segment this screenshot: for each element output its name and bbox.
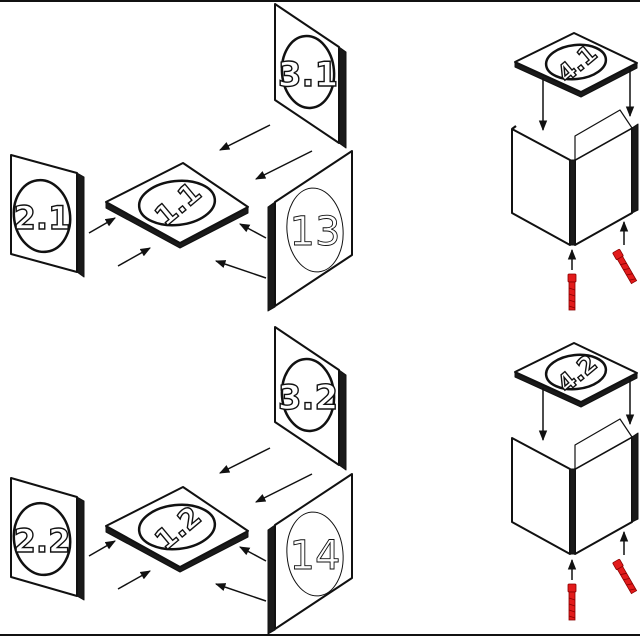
- arrow: [255, 473, 313, 503]
- box-left-face: [511, 128, 571, 246]
- back-panel-2: 3.2: [274, 326, 347, 471]
- assembled-box-1: 4.1: [511, 32, 639, 311]
- lid-1: 4.1: [514, 32, 638, 98]
- left-panel-label-1: 2.1: [14, 199, 71, 237]
- screw-icon: [612, 558, 638, 595]
- arrow: [255, 150, 313, 180]
- arrow: [219, 124, 271, 151]
- front-panel-2: 14: [267, 473, 353, 635]
- left-panel-2: 2.2: [10, 477, 85, 601]
- arrow: [239, 223, 267, 239]
- back-panel-1: 3.1: [274, 3, 347, 149]
- arrow: [88, 540, 116, 557]
- screw-icon: [567, 583, 577, 621]
- back-panel-label-2: 3.2: [278, 378, 338, 418]
- back-panel-label-1: 3.1: [278, 55, 338, 95]
- arrow: [88, 217, 116, 234]
- exploded-view-1: 3.1 2.1 1.1 13: [10, 3, 353, 312]
- top-panel-2: 1.2: [105, 486, 249, 573]
- assembled-box-2: 4.2: [511, 342, 639, 621]
- front-panel-1: 13: [267, 150, 353, 312]
- lid-2: 4.2: [514, 342, 638, 408]
- box-left-face: [511, 437, 571, 555]
- left-panel-1: 2.1: [10, 154, 85, 278]
- front-panel-label-1: 13: [290, 209, 341, 255]
- front-panel-label-2: 14: [290, 533, 341, 579]
- top-panel-1: 1.1: [105, 162, 249, 249]
- screw-icon: [567, 273, 577, 311]
- arrow: [117, 570, 151, 590]
- arrow: [219, 447, 271, 474]
- arrow: [239, 546, 267, 562]
- exploded-view-2: 3.2 2.2 1.2 14: [10, 326, 353, 635]
- screw-icon: [612, 248, 638, 285]
- arrow: [215, 260, 267, 279]
- arrow: [215, 583, 267, 602]
- arrow: [117, 247, 151, 267]
- left-panel-label-2: 2.2: [14, 522, 71, 560]
